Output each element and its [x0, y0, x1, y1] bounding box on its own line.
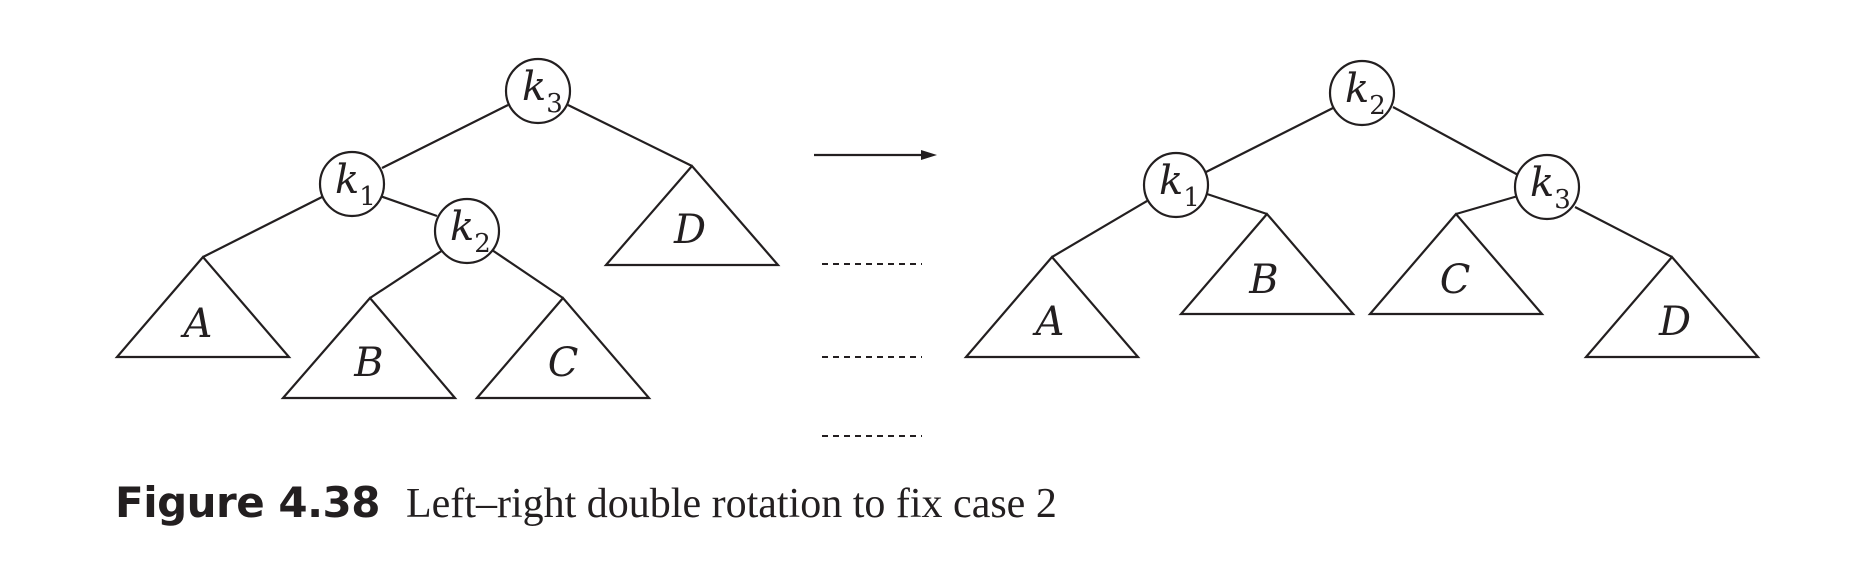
edge-k3-subtree-c: [1455, 194, 1519, 216]
node-letter: k: [450, 204, 474, 250]
node-letter: k: [335, 157, 359, 203]
right-subtree-c-label: C: [1440, 257, 1471, 303]
right-subtree-d-label: D: [1658, 299, 1691, 345]
svg-text:k2: k2: [1345, 66, 1386, 121]
left-node-k1: k1: [318, 150, 386, 218]
transform-arrow: [814, 150, 937, 160]
node-subscript: 1: [359, 182, 376, 212]
edge-k1-subtree-a: [202, 196, 323, 258]
left-subtree-b-label: B: [353, 340, 383, 386]
node-letter: k: [1530, 160, 1554, 206]
figure-number: Figure 4.38: [115, 478, 381, 527]
right-subtree-b-triangle: [1178, 212, 1356, 316]
figure-caption: Figure 4.38 Left–right double rotation to…: [115, 478, 1057, 528]
left-subtree-d-triangle: [603, 164, 781, 267]
right-subtree-c-triangle: [1367, 212, 1545, 316]
arrow-head-icon: [921, 150, 937, 160]
left-tree: A B C D k3 k1 k2: [114, 57, 781, 400]
edge-k3-subtree-d: [567, 104, 693, 167]
edge-k2-subtree-c: [491, 249, 564, 299]
left-subtree-c-label: C: [548, 340, 579, 386]
right-subtree-a-triangle: [963, 255, 1141, 359]
edge-k1-k2: [379, 194, 438, 218]
svg-text:k1: k1: [335, 157, 376, 212]
node-letter: k: [1159, 158, 1183, 204]
caption-text: Left–right double rotation to fix case 2: [406, 481, 1057, 527]
node-letter: k: [522, 64, 546, 110]
node-subscript: 3: [546, 89, 563, 119]
left-subtree-b-triangle: [280, 296, 458, 400]
node-letter: k: [1345, 66, 1369, 112]
edge-k2-k1: [1205, 107, 1334, 173]
node-subscript: 3: [1554, 185, 1571, 215]
edge-k3-subtree-d: [1574, 206, 1673, 258]
left-subtree-d-label: D: [673, 207, 706, 253]
edge-k1-subtree-b: [1206, 192, 1268, 216]
left-subtree-c-triangle: [474, 296, 652, 400]
edge-k1-subtree-a: [1051, 200, 1148, 258]
node-subscript: 1: [1183, 183, 1200, 213]
edge-k2-k3: [1392, 106, 1521, 177]
left-subtree-a-triangle: [114, 255, 292, 359]
svg-text:k2: k2: [450, 204, 491, 259]
right-subtree-a-label: A: [1032, 299, 1065, 345]
left-node-k2: k2: [433, 197, 501, 265]
right-node-k3: k3: [1513, 153, 1581, 221]
left-subtree-a-label: A: [180, 301, 213, 347]
edge-k3-k1: [381, 104, 509, 169]
svg-text:k1: k1: [1159, 158, 1200, 213]
right-tree: A B C D k2 k1 k3: [963, 59, 1761, 359]
svg-text:k3: k3: [1530, 160, 1571, 215]
rotation-diagram: A B C D k3 k1 k2: [114, 57, 1761, 437]
right-subtree-b-label: B: [1248, 257, 1278, 303]
node-subscript: 2: [474, 229, 491, 259]
right-node-k2: k2: [1328, 59, 1396, 127]
right-node-k1: k1: [1142, 151, 1210, 219]
node-subscript: 2: [1369, 91, 1386, 121]
left-node-k3: k3: [504, 57, 572, 125]
svg-text:k3: k3: [522, 64, 563, 119]
edge-k2-subtree-b: [369, 249, 444, 299]
right-subtree-d-triangle: [1583, 255, 1761, 359]
